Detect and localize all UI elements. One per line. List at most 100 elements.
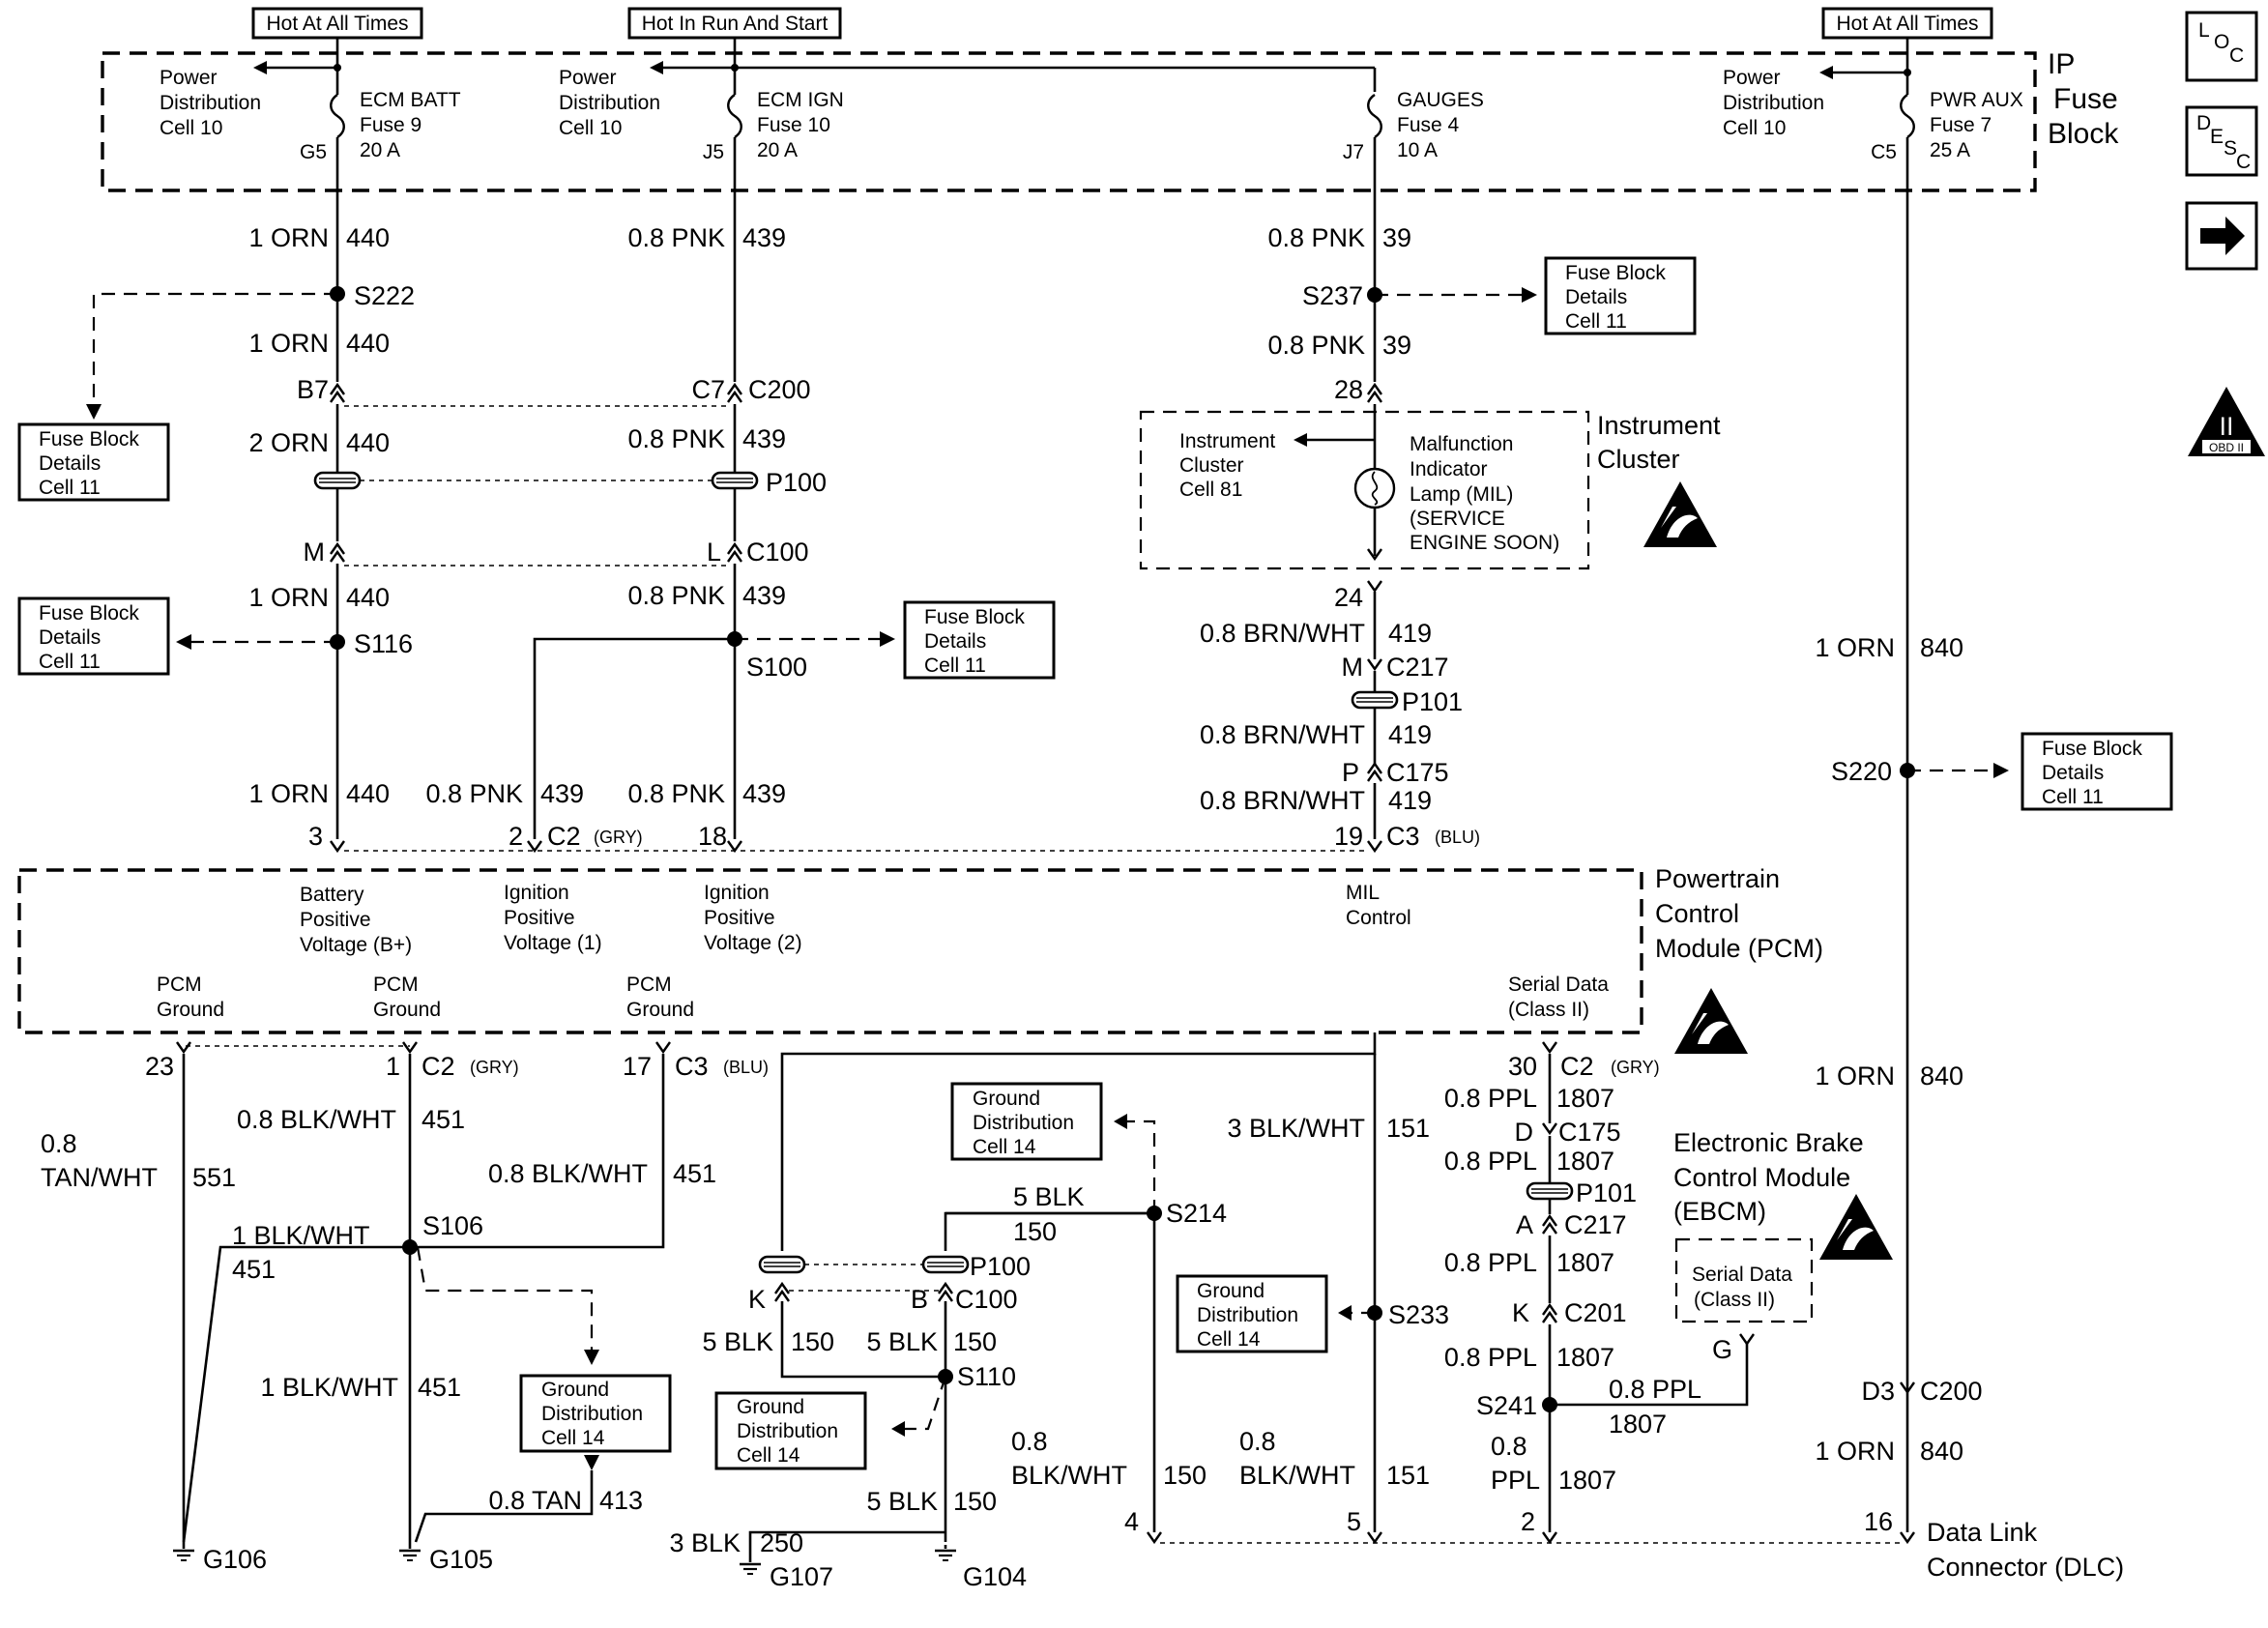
svg-text:Positive: Positive bbox=[300, 909, 371, 931]
svg-text:S214: S214 bbox=[1166, 1199, 1227, 1228]
svg-text:440: 440 bbox=[346, 329, 390, 358]
svg-text:S237: S237 bbox=[1302, 281, 1363, 310]
svg-text:C217: C217 bbox=[1564, 1210, 1627, 1239]
svg-text:E: E bbox=[2210, 126, 2224, 148]
svg-text:2 ORN: 2 ORN bbox=[248, 428, 329, 457]
svg-text:L: L bbox=[707, 538, 721, 567]
pcm-ground-3: PCM Ground bbox=[626, 974, 694, 1021]
svg-text:Cell 81: Cell 81 bbox=[1179, 479, 1242, 501]
svg-text:K: K bbox=[748, 1285, 766, 1314]
svg-text:19: 19 bbox=[1334, 822, 1363, 851]
svg-text:P: P bbox=[1342, 758, 1359, 787]
svg-text:20 A: 20 A bbox=[360, 139, 400, 161]
svg-text:1 ORN: 1 ORN bbox=[1815, 633, 1895, 662]
svg-text:Cell 14: Cell 14 bbox=[737, 1444, 800, 1467]
svg-text:B: B bbox=[911, 1285, 928, 1314]
loc-icon[interactable]: LOC bbox=[2185, 11, 2258, 82]
svg-text:C200: C200 bbox=[748, 375, 811, 404]
svg-text:C175: C175 bbox=[1386, 758, 1449, 787]
svg-text:Details: Details bbox=[2042, 762, 2104, 784]
svg-text:Fuse Block: Fuse Block bbox=[39, 428, 139, 451]
svg-text:Control Module: Control Module bbox=[1673, 1163, 1850, 1192]
svg-text:Instrument: Instrument bbox=[1597, 411, 1721, 440]
svg-text:PCM: PCM bbox=[626, 974, 672, 996]
svg-text:0.8 PNK: 0.8 PNK bbox=[1267, 331, 1365, 360]
svg-text:Cell 11: Cell 11 bbox=[1565, 310, 1627, 333]
svg-text:5 BLK: 5 BLK bbox=[866, 1487, 938, 1516]
svg-text:C3: C3 bbox=[675, 1052, 709, 1081]
svg-text:S106: S106 bbox=[422, 1211, 483, 1240]
svg-text:150: 150 bbox=[1163, 1461, 1207, 1490]
svg-text:Fuse 9: Fuse 9 bbox=[360, 114, 422, 136]
svg-text:S100: S100 bbox=[746, 653, 807, 682]
svg-text:151: 151 bbox=[1386, 1461, 1430, 1490]
svg-text:419: 419 bbox=[1388, 786, 1432, 815]
svg-text:B7: B7 bbox=[297, 375, 329, 404]
svg-text:(Class II): (Class II) bbox=[1508, 999, 1589, 1021]
svg-text:Ground: Ground bbox=[157, 999, 224, 1021]
svg-text:K: K bbox=[1512, 1298, 1529, 1327]
svg-text:5 BLK: 5 BLK bbox=[702, 1327, 773, 1356]
svg-text:1 BLK/WHT: 1 BLK/WHT bbox=[232, 1221, 370, 1250]
svg-text:413: 413 bbox=[599, 1486, 643, 1515]
svg-text:Cell 11: Cell 11 bbox=[924, 654, 986, 677]
next-arrow-icon[interactable] bbox=[2185, 201, 2258, 271]
svg-text:S222: S222 bbox=[354, 281, 415, 310]
svg-text:150: 150 bbox=[953, 1487, 997, 1516]
svg-text:M: M bbox=[304, 538, 326, 567]
svg-text:0.8 BRN/WHT: 0.8 BRN/WHT bbox=[1200, 619, 1365, 648]
svg-text:(SERVICE: (SERVICE bbox=[1410, 508, 1505, 530]
svg-text:P100: P100 bbox=[970, 1252, 1031, 1281]
svg-text:(GRY): (GRY) bbox=[470, 1058, 519, 1077]
svg-text:C5: C5 bbox=[1871, 141, 1897, 163]
svg-text:Distribution: Distribution bbox=[1723, 92, 1824, 114]
svg-text:Fuse 10: Fuse 10 bbox=[757, 114, 830, 136]
svg-text:Ground: Ground bbox=[626, 999, 694, 1021]
svg-text:Indicator: Indicator bbox=[1410, 458, 1488, 480]
svg-text:P101: P101 bbox=[1402, 687, 1463, 716]
svg-text:G5: G5 bbox=[300, 141, 327, 163]
svg-text:Powertrain: Powertrain bbox=[1655, 864, 1780, 893]
ip-fuse-block-outline bbox=[101, 51, 2037, 192]
instrument-cluster-outline bbox=[1139, 410, 1590, 570]
svg-text:0.8 PPL: 0.8 PPL bbox=[1444, 1248, 1537, 1277]
svg-text:Positive: Positive bbox=[504, 907, 575, 929]
svg-text:S233: S233 bbox=[1388, 1300, 1449, 1329]
svg-text:840: 840 bbox=[1920, 1061, 1963, 1090]
svg-text:J5: J5 bbox=[703, 141, 724, 163]
svg-text:451: 451 bbox=[232, 1255, 276, 1284]
svg-text:Serial Data: Serial Data bbox=[1508, 974, 1609, 996]
svg-text:Distribution: Distribution bbox=[737, 1420, 838, 1442]
svg-text:30: 30 bbox=[1508, 1052, 1537, 1081]
svg-text:440: 440 bbox=[346, 223, 390, 252]
svg-text:Instrument: Instrument bbox=[1179, 430, 1275, 452]
svg-text:Battery: Battery bbox=[300, 884, 364, 906]
svg-text:10 A: 10 A bbox=[1397, 139, 1438, 161]
svg-text:O: O bbox=[2214, 31, 2229, 53]
pcm-outline bbox=[17, 868, 1643, 1034]
svg-text:24: 24 bbox=[1334, 583, 1363, 612]
svg-text:840: 840 bbox=[1920, 1437, 1963, 1466]
svg-text:(BLU): (BLU) bbox=[723, 1058, 769, 1077]
svg-text:0.8 BRN/WHT: 0.8 BRN/WHT bbox=[1200, 786, 1365, 815]
esd-warning-icon-ebcm bbox=[1819, 1194, 1893, 1260]
svg-text:Cell 11: Cell 11 bbox=[2042, 786, 2104, 808]
svg-text:0.8 PPL: 0.8 PPL bbox=[1444, 1084, 1537, 1113]
svg-text:440: 440 bbox=[346, 428, 390, 457]
svg-text:G105: G105 bbox=[429, 1545, 493, 1574]
svg-text:Details: Details bbox=[1565, 286, 1627, 308]
svg-text:Voltage (2): Voltage (2) bbox=[704, 932, 802, 954]
